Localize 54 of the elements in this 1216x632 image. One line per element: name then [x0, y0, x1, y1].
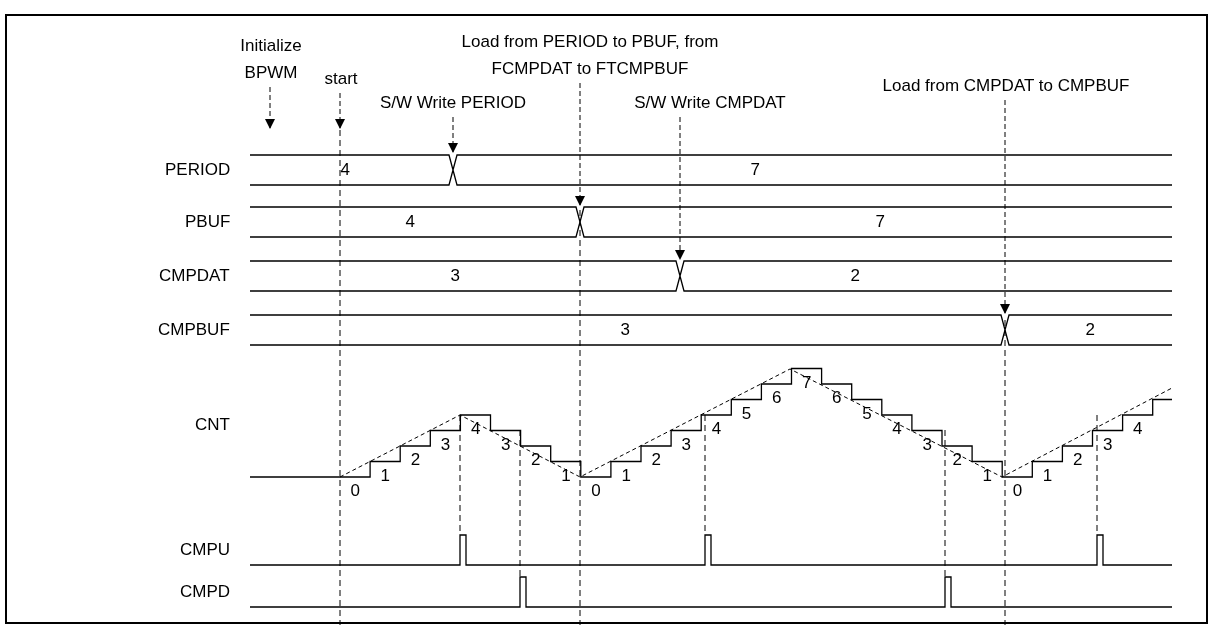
count-value: 5: [862, 403, 872, 424]
signal-label: CNT: [195, 415, 230, 435]
annotation-text: Initialize BPWM: [226, 32, 316, 86]
count-value: 4: [892, 419, 902, 439]
arrow: [448, 116, 458, 153]
count-value: 1: [1042, 465, 1053, 486]
bus-value: 3: [450, 266, 460, 286]
count-value: 1: [982, 465, 993, 486]
count-value: 7: [802, 372, 812, 393]
count-value: 3: [922, 434, 932, 455]
signal-label: CMPDAT: [159, 266, 230, 286]
count-value: 3: [501, 434, 511, 455]
bus-value: 2: [850, 266, 860, 286]
signal-label: PBUF: [185, 212, 231, 232]
arrow: [675, 116, 685, 260]
bus-value: 7: [750, 160, 760, 180]
count-value: 1: [561, 465, 571, 486]
annotation-text: S/W Write PERIOD: [368, 89, 538, 116]
annotation-text: S/W Write CMPDAT: [622, 89, 798, 116]
count-value: 0: [1012, 481, 1023, 501]
count-value: 6: [771, 388, 782, 408]
count-value: 3: [440, 434, 451, 455]
count-value: 2: [952, 450, 962, 470]
bus-value: 7: [875, 212, 885, 232]
count-value: 2: [410, 450, 421, 470]
bus-value: 2: [1085, 320, 1095, 340]
signal-label: CMPBUF: [158, 320, 230, 340]
bus-value: 4: [405, 212, 415, 232]
annotation-text: Load from PERIOD to PBUF, from FCMPDAT to FTCMPBUF: [440, 28, 740, 82]
count-value: 2: [531, 450, 541, 470]
count-value: 4: [711, 419, 722, 439]
count-value: 1: [621, 465, 631, 486]
count-value: 4: [470, 419, 481, 439]
count-value: 5: [741, 403, 752, 424]
count-value: 3: [681, 434, 692, 455]
count-value: 3: [1103, 434, 1113, 455]
signal-label: PERIOD: [165, 160, 231, 180]
arrow: [1000, 99, 1010, 314]
count-value: 0: [591, 481, 601, 501]
annotation-text: Load from CMPDAT to CMPBUF: [880, 72, 1132, 99]
bus-value: 4: [340, 160, 350, 180]
count-value: 2: [1072, 450, 1083, 470]
count-value: 2: [651, 450, 661, 470]
bus-value: 3: [620, 320, 630, 340]
signal-label: CMPD: [180, 582, 231, 602]
count-value: 0: [350, 481, 360, 501]
arrow: [575, 82, 585, 206]
count-value: 1: [380, 465, 391, 486]
signal-label: CMPU: [180, 540, 231, 560]
count-value: 6: [832, 388, 842, 408]
count-value: 4: [1133, 419, 1143, 439]
arrow: [335, 92, 345, 129]
annotation-text: start: [318, 65, 364, 92]
arrow: [265, 86, 275, 129]
